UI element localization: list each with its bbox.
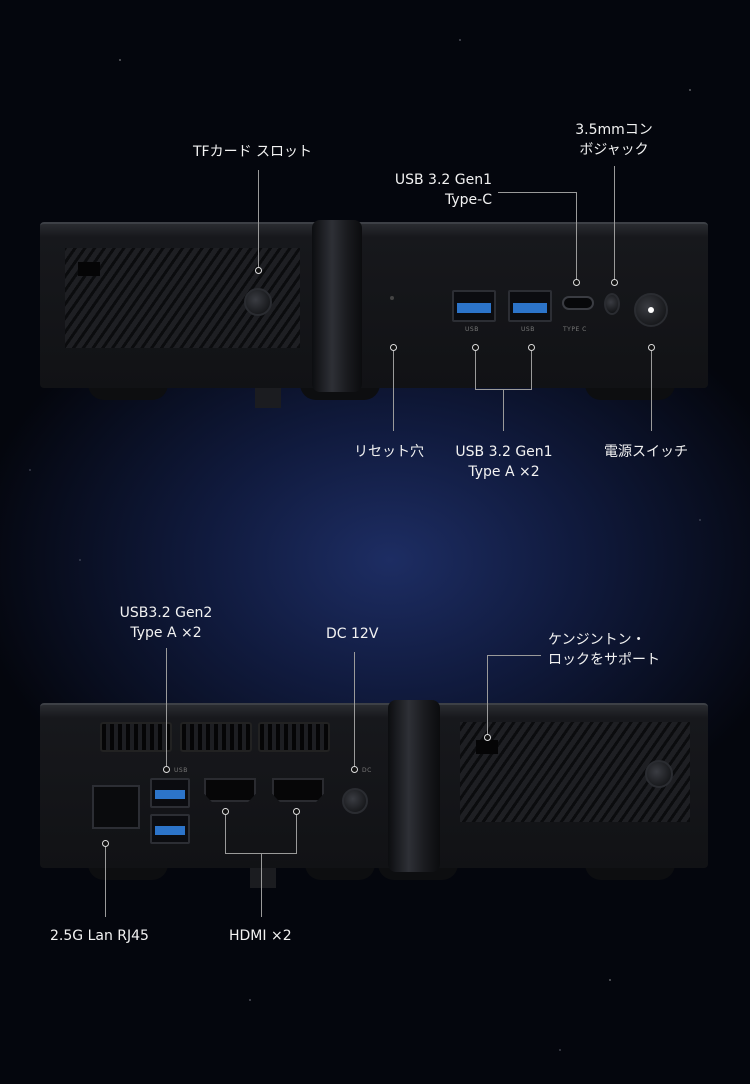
- usb-mark: USB: [465, 326, 479, 333]
- leader-line: [296, 815, 297, 853]
- reset-hole: [390, 296, 394, 300]
- label-line: ロックをサポート: [548, 652, 660, 668]
- dc-jack: [342, 788, 368, 814]
- leader-line: [258, 170, 259, 268]
- leader-line: [166, 648, 167, 766]
- leader-line: [503, 389, 504, 431]
- label-line: ケンジントン・: [548, 632, 646, 648]
- label-line: Type-C: [445, 192, 492, 208]
- label-line: ボジャック: [579, 142, 649, 158]
- callout-hdmi: HDMI ×2: [229, 928, 292, 944]
- callout-power: 電源スイッチ: [604, 444, 688, 460]
- callout-dot: [255, 267, 262, 274]
- callout-dot: [472, 344, 479, 351]
- callout-dot: [163, 766, 170, 773]
- leader-line: [531, 351, 532, 389]
- callout-tf-slot: TFカード スロット: [193, 144, 313, 160]
- rear-vent: [100, 722, 172, 752]
- label-line: USB3.2 Gen2: [119, 605, 213, 621]
- callout-kensington: ケンジントン・ロックをサポート: [548, 630, 660, 670]
- device-bump: [312, 220, 362, 392]
- label-line: USB 3.2 Gen1: [394, 172, 492, 188]
- foot: [585, 864, 675, 880]
- foot: [88, 384, 168, 400]
- callout-dot: [293, 808, 300, 815]
- callout-audio-jack: 3.5mmコンボジャック: [566, 120, 662, 160]
- label-line: 3.5mmコン: [575, 122, 653, 138]
- leader-line: [225, 815, 226, 853]
- leader-line: [487, 655, 541, 656]
- typec-mark: TYPE C: [563, 326, 587, 333]
- callout-lan: 2.5G Lan RJ45: [50, 928, 149, 944]
- audio-jack: [604, 293, 620, 315]
- foot: [88, 864, 168, 880]
- callout-reset: リセット穴: [354, 444, 424, 460]
- foot: [585, 384, 675, 400]
- callout-dot: [102, 840, 109, 847]
- leader-line: [576, 192, 577, 280]
- leader-line: [475, 351, 476, 389]
- hdmi-port: [204, 778, 256, 802]
- callout-dot: [484, 734, 491, 741]
- leader-line: [354, 652, 355, 766]
- screw: [645, 760, 673, 788]
- stand-tab: [250, 864, 276, 888]
- rear-vent: [258, 722, 330, 752]
- label-line: USB 3.2 Gen1: [455, 444, 553, 460]
- rear-vent: [180, 722, 252, 752]
- power-button[interactable]: [634, 293, 668, 327]
- kensington-slot: [78, 262, 100, 276]
- leader-line: [614, 166, 615, 280]
- leader-line: [393, 351, 394, 431]
- usb-a-port: [150, 778, 190, 808]
- power-led: [648, 307, 654, 313]
- leader-line: [498, 192, 576, 193]
- usb-a-port: [452, 290, 496, 322]
- callout-dot: [611, 279, 618, 286]
- usb-mark: USB: [521, 326, 535, 333]
- usb-a-port: [150, 814, 190, 844]
- hdmi-port: [272, 778, 324, 802]
- label-line: Type A ×2: [468, 464, 540, 480]
- usb-c-port: [562, 296, 594, 310]
- device-bump: [388, 700, 440, 872]
- callout-dot: [573, 279, 580, 286]
- leader-line: [261, 853, 262, 917]
- stand-tab: [255, 384, 281, 408]
- callout-dc: DC 12V: [326, 626, 379, 642]
- foot: [305, 864, 375, 880]
- callout-dot: [222, 808, 229, 815]
- usb-a-port: [508, 290, 552, 322]
- callout-dot: [528, 344, 535, 351]
- callout-dot: [390, 344, 397, 351]
- tf-card-slot: [244, 288, 272, 316]
- rj45-port: [92, 785, 140, 829]
- dc-mark: DC: [362, 767, 372, 774]
- leader-line: [651, 351, 652, 431]
- callout-dot: [351, 766, 358, 773]
- callout-dot: [648, 344, 655, 351]
- label-line: Type A ×2: [130, 625, 202, 641]
- kensington-slot: [476, 740, 498, 754]
- leader-line: [487, 655, 488, 735]
- leader-line: [105, 847, 106, 917]
- usb-mark: USB: [174, 767, 188, 774]
